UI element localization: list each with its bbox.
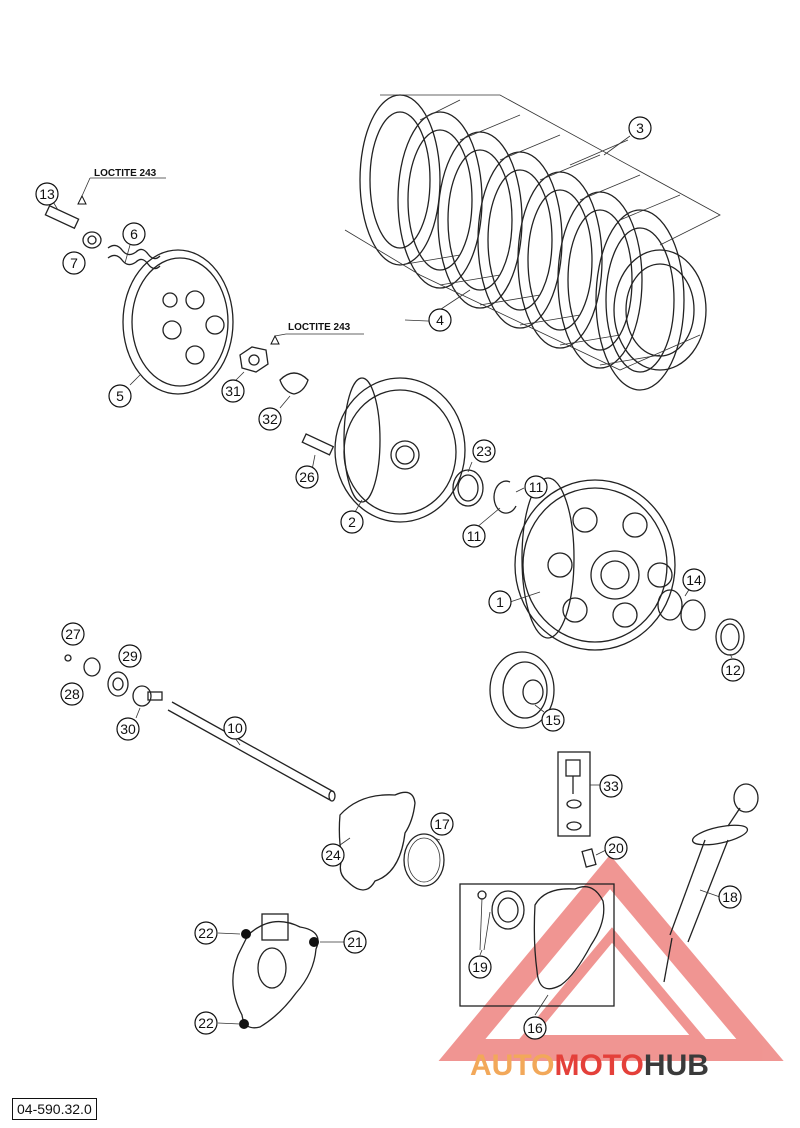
svg-text:23: 23 <box>476 443 492 459</box>
callout-23: 23 <box>472 439 496 463</box>
gasket <box>338 791 416 891</box>
slave-cylinder-housing <box>232 913 319 1029</box>
svg-text:11: 11 <box>529 479 544 495</box>
callout-2: 2 <box>340 510 364 534</box>
callout-11b: 11 <box>462 524 486 548</box>
loctite-label-upper: LOCTITE 243 <box>94 168 157 179</box>
slave-cylinder-piston-box <box>459 883 615 1007</box>
svg-text:17: 17 <box>434 816 450 832</box>
svg-text:30: 30 <box>120 721 136 737</box>
svg-text:24: 24 <box>325 847 341 863</box>
callout-3: 3 <box>628 116 652 140</box>
svg-text:6: 6 <box>130 226 138 242</box>
callout-18: 18 <box>718 885 742 909</box>
callout-28: 28 <box>60 682 84 706</box>
svg-text:4: 4 <box>436 312 444 328</box>
svg-text:27: 27 <box>65 626 81 642</box>
callout-leaders <box>51 135 733 1025</box>
callout-4: 4 <box>428 308 452 332</box>
push-rod-assembly <box>64 654 336 802</box>
svg-text:31: 31 <box>225 383 241 399</box>
callout-5: 5 <box>108 384 132 408</box>
callout-16: 16 <box>523 1016 547 1040</box>
svg-text:12: 12 <box>725 662 741 678</box>
svg-text:14: 14 <box>686 572 702 588</box>
callout-17: 17 <box>430 812 454 836</box>
svg-text:21: 21 <box>347 934 363 950</box>
washer-and-circlips <box>452 469 517 514</box>
svg-text:11: 11 <box>467 528 482 544</box>
syringe <box>663 783 759 983</box>
inner-clutch-hub <box>334 377 466 523</box>
callout-1: 1 <box>488 590 512 614</box>
svg-text:32: 32 <box>262 411 278 427</box>
svg-text:20: 20 <box>608 840 624 856</box>
nut-and-lockwasher <box>239 333 364 395</box>
svg-text:13: 13 <box>39 186 55 202</box>
primary-gear <box>514 477 676 651</box>
svg-text:2: 2 <box>348 514 356 530</box>
svg-text:10: 10 <box>227 720 243 736</box>
callout-33: 33 <box>599 774 623 798</box>
callout-11a: 11 <box>524 475 548 499</box>
svg-text:1: 1 <box>496 594 504 610</box>
callout-26: 26 <box>295 465 319 489</box>
bleed-bolt-box <box>557 751 591 837</box>
svg-text:5: 5 <box>116 388 124 404</box>
bolt-washer-spring <box>44 177 166 270</box>
callout-6: 6 <box>122 222 146 246</box>
callout-29: 29 <box>118 644 142 668</box>
callout-14: 14 <box>682 568 706 592</box>
callout-22a: 22 <box>194 921 218 945</box>
svg-text:15: 15 <box>545 712 561 728</box>
svg-text:19: 19 <box>472 959 488 975</box>
svg-text:7: 7 <box>70 255 78 271</box>
callout-32: 32 <box>258 407 282 431</box>
watermark-brand: AUTOMOTOHUB <box>470 1049 709 1082</box>
callout-30: 30 <box>116 717 140 741</box>
pin <box>301 433 335 456</box>
svg-text:16: 16 <box>527 1020 543 1036</box>
o-ring <box>403 833 445 887</box>
svg-text:18: 18 <box>722 889 738 905</box>
loctite-label-lower: LOCTITE 243 <box>288 322 351 333</box>
callout-10: 10 <box>223 716 247 740</box>
callout-13: 13 <box>35 182 59 206</box>
svg-text:33: 33 <box>603 778 619 794</box>
document-number: 04-590.32.0 <box>12 1098 97 1120</box>
svg-text:29: 29 <box>122 648 138 664</box>
callout-24: 24 <box>321 843 345 867</box>
callout-27: 27 <box>61 622 85 646</box>
callout-20: 20 <box>604 836 628 860</box>
callout-22b: 22 <box>194 1011 218 1035</box>
svg-text:28: 28 <box>64 686 80 702</box>
callout-21: 21 <box>343 930 367 954</box>
needle-bearings <box>657 589 745 656</box>
svg-text:3: 3 <box>636 120 644 136</box>
svg-text:22: 22 <box>198 925 214 941</box>
callout-12: 12 <box>721 658 745 682</box>
svg-text:22: 22 <box>198 1015 214 1031</box>
callout-19: 19 <box>468 955 492 979</box>
svg-text:26: 26 <box>299 469 315 485</box>
callout-7: 7 <box>62 251 86 275</box>
bleed-screw <box>581 848 597 868</box>
small-gear <box>489 651 555 729</box>
pressure-plate <box>122 249 234 395</box>
callout-31: 31 <box>221 379 245 403</box>
callout-15: 15 <box>541 708 565 732</box>
clutch-plate-stack <box>344 94 721 391</box>
